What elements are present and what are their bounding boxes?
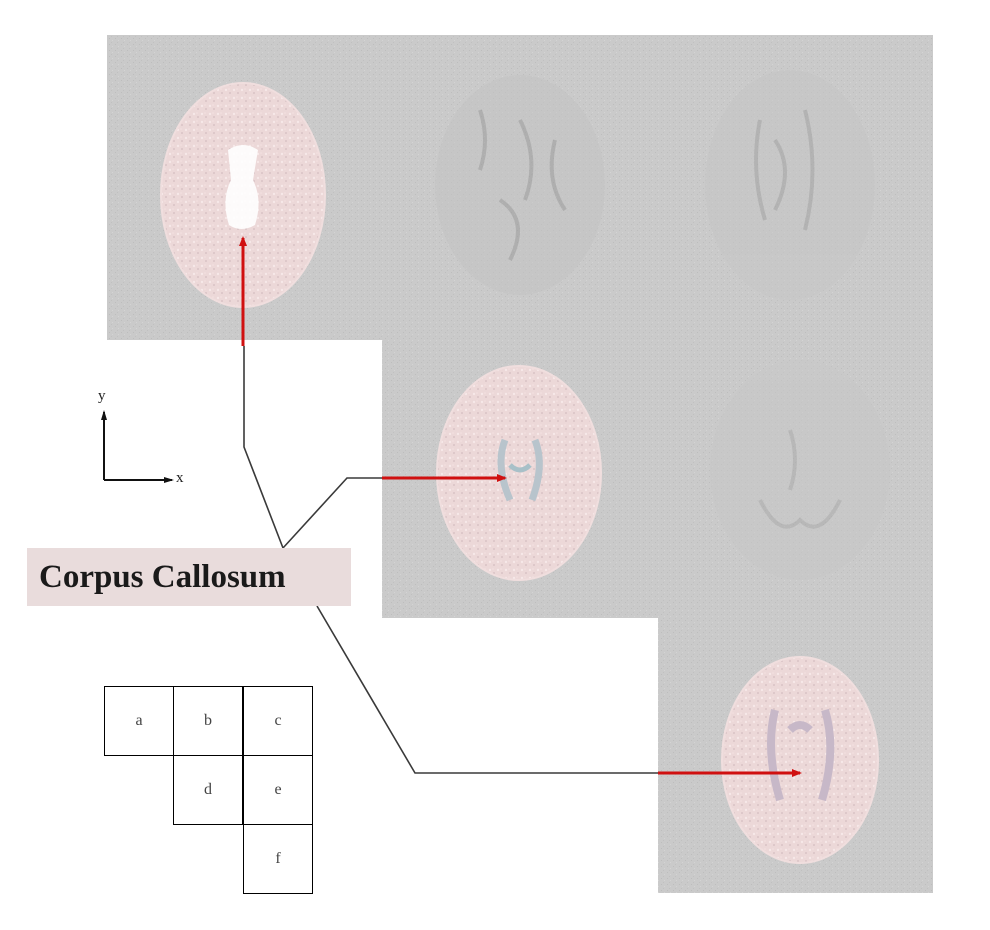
- leader-line-to-f: [316, 605, 658, 774]
- faint-slice-c: [705, 70, 875, 300]
- key-cell-e: e: [243, 755, 313, 825]
- brain-slice-f: [721, 656, 879, 864]
- key-cell-label: b: [204, 712, 212, 729]
- brain-slice-d: [436, 365, 602, 581]
- structure-label-box: Corpus Callosum: [27, 548, 351, 606]
- key-cell-label: f: [275, 850, 281, 867]
- brain-slice-a: [160, 82, 326, 308]
- ventricle-a: [225, 145, 259, 229]
- faint-slice-e: [710, 360, 890, 580]
- leader-line-to-a: [243, 346, 284, 549]
- key-cell-a: a: [104, 686, 174, 756]
- key-cell-label: c: [274, 712, 282, 729]
- structure-label: Corpus Callosum: [39, 558, 286, 595]
- key-cell-label: a: [135, 712, 143, 729]
- key-cell-d: d: [173, 755, 243, 825]
- key-cell-label: d: [204, 781, 212, 798]
- coordinate-axes: [101, 410, 174, 483]
- leader-line-to-d: [282, 477, 382, 549]
- ventricle-d: [497, 438, 543, 502]
- red-arrows: [239, 236, 802, 777]
- key-cell-f: f: [243, 824, 313, 894]
- key-cell-b: b: [173, 686, 243, 756]
- leader-lines: [243, 346, 658, 774]
- key-cell-label: e: [274, 781, 282, 798]
- ventricle-f: [767, 708, 835, 802]
- y-axis-label: y: [98, 388, 106, 404]
- key-cell-c: c: [243, 686, 313, 756]
- x-axis-label: x: [176, 470, 184, 486]
- faint-slice-b: [435, 75, 605, 295]
